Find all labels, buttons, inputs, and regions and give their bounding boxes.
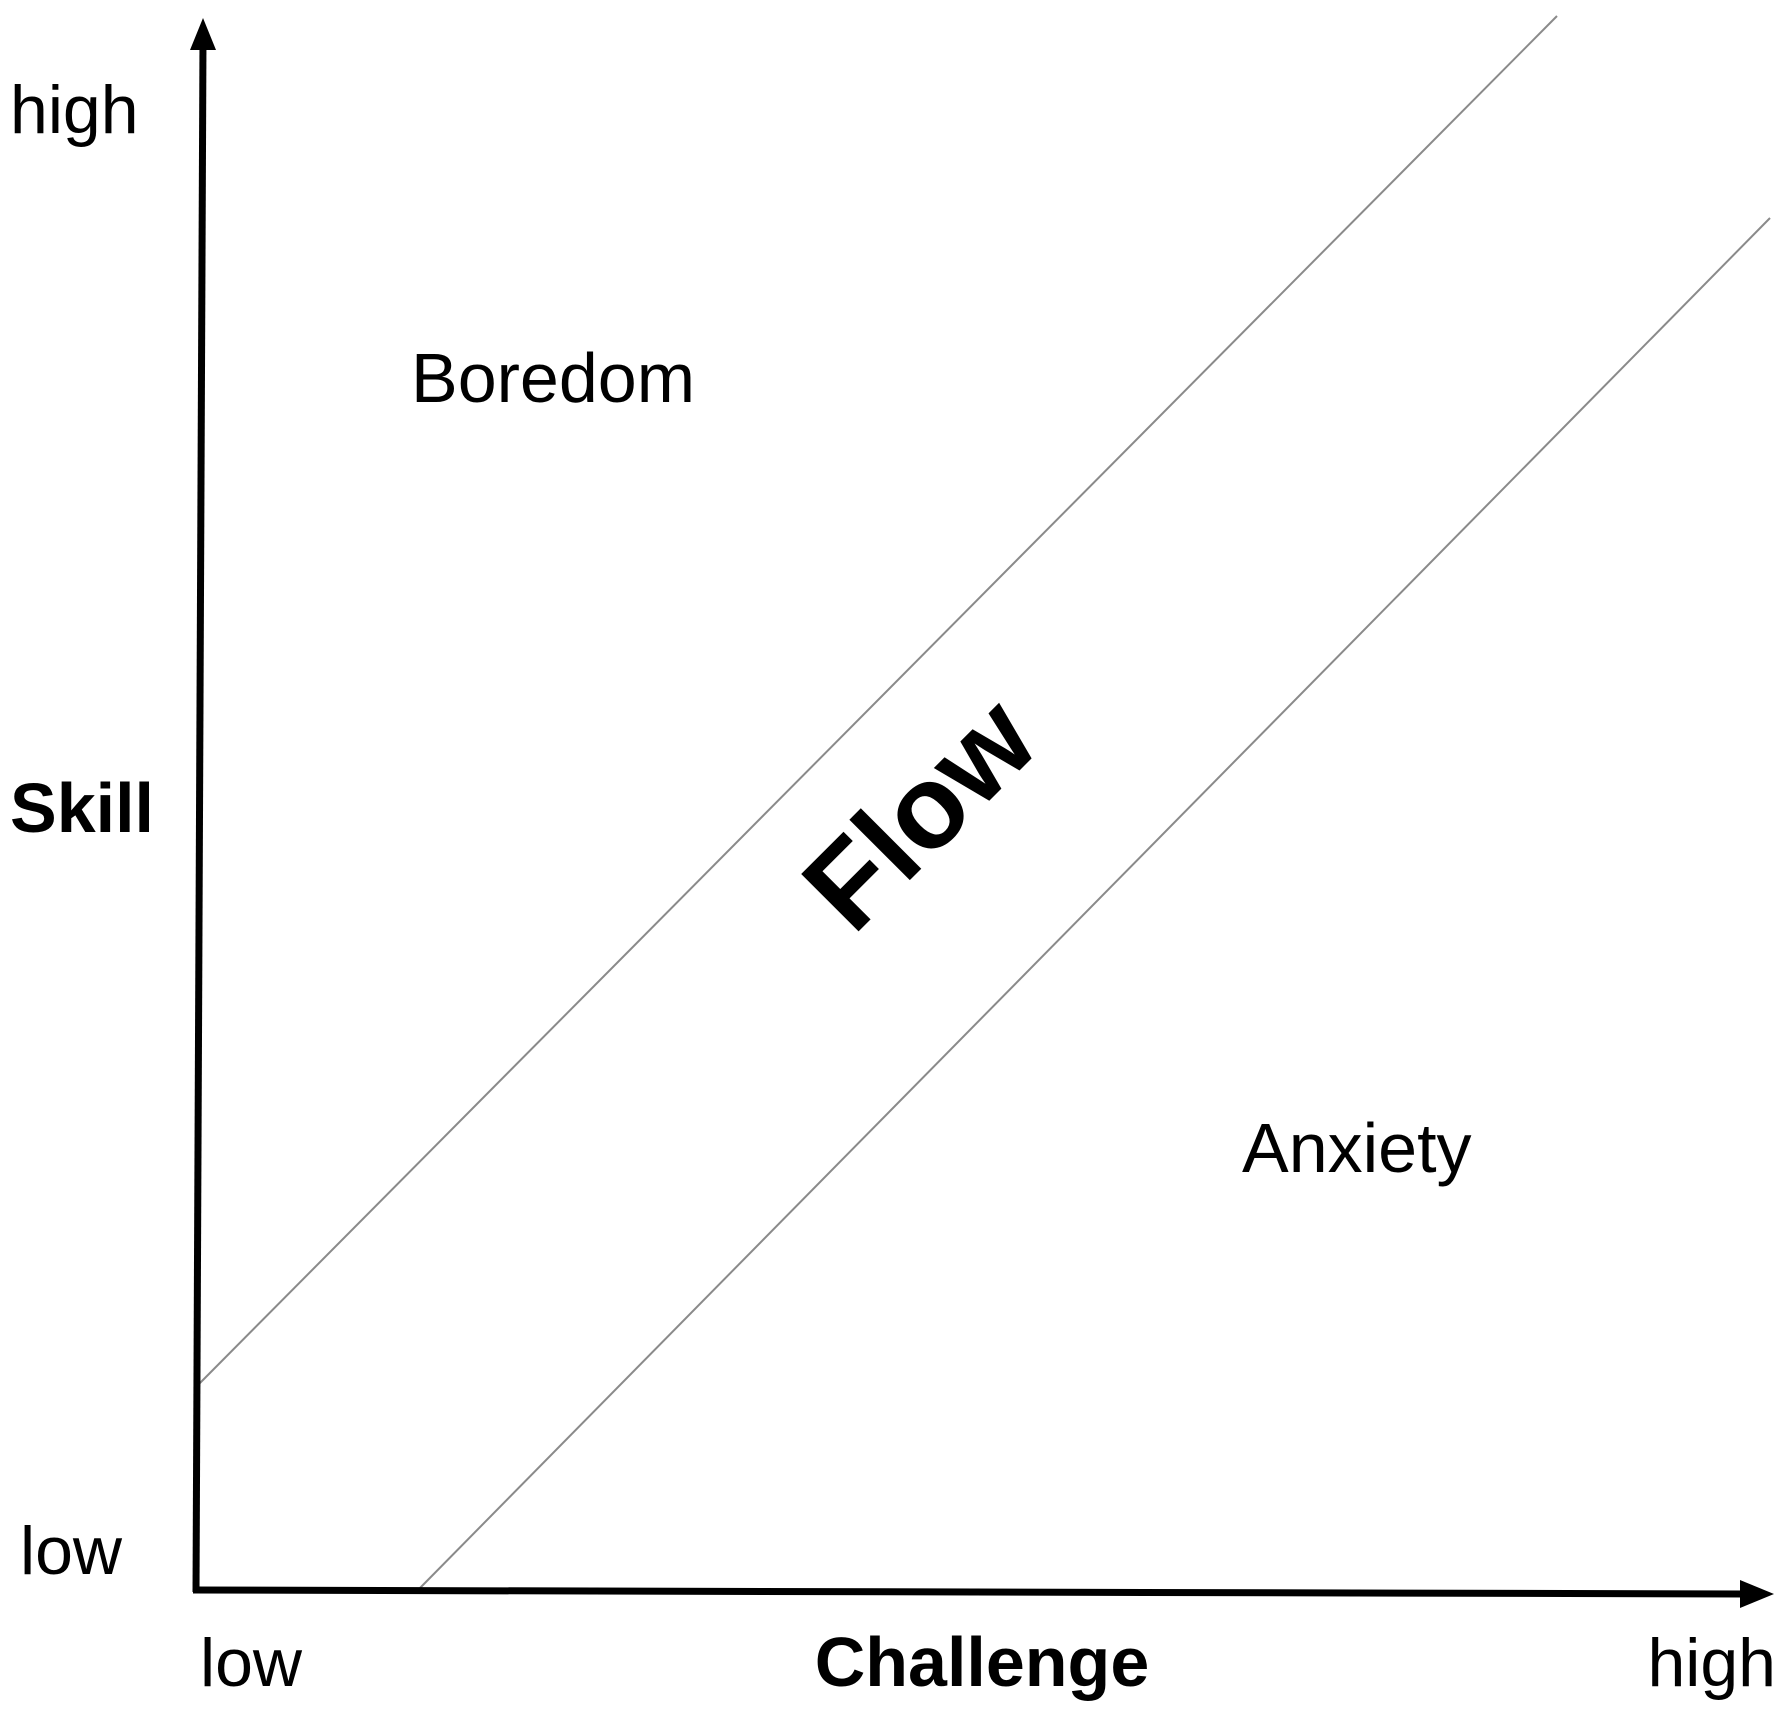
y-axis-title: Skill [10, 769, 154, 847]
boredom-region-label: Boredom [411, 339, 695, 417]
y-axis-high-label: high [10, 72, 139, 148]
x-axis-high-label: high [1647, 1625, 1776, 1701]
y-axis-low-label: low [20, 1513, 123, 1589]
x-axis-low-label: low [200, 1625, 303, 1701]
flow-lower-boundary [419, 217, 1771, 1589]
anxiety-region-label: Anxiety [1242, 1109, 1472, 1187]
x-axis-title: Challenge [815, 1623, 1150, 1701]
y-axis [192, 37, 207, 1593]
y-axis-arrowhead [190, 18, 216, 50]
x-axis [192, 1586, 1746, 1598]
flow-upper-boundary [197, 15, 1558, 1386]
x-axis-arrowhead [1740, 1580, 1774, 1608]
flow-band-label: Flow [778, 671, 1062, 955]
